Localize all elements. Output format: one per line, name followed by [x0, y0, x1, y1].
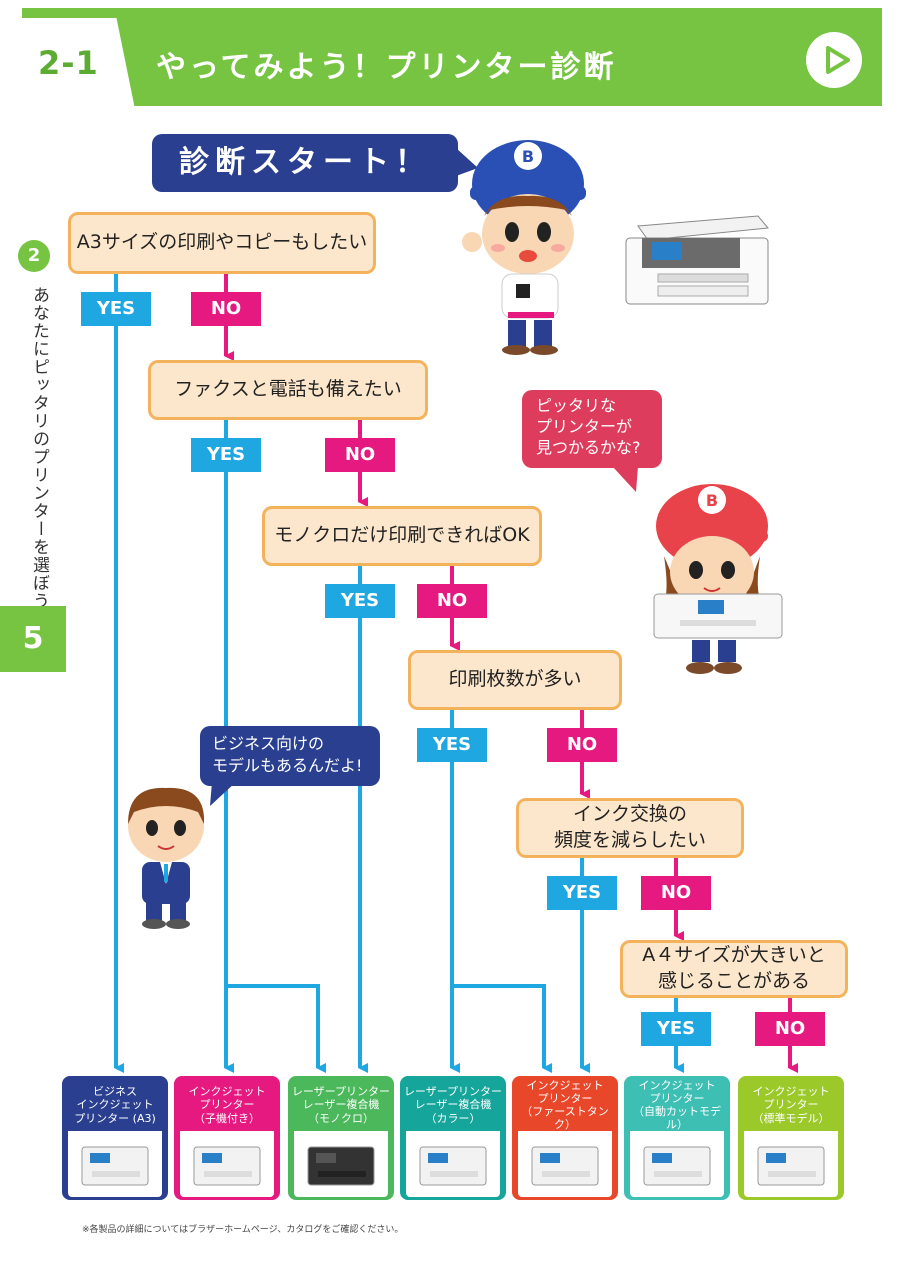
question-size-line2: 感じることがある — [657, 970, 810, 992]
printer-icon — [307, 1146, 375, 1186]
product-label-line: プリンター — [649, 1091, 705, 1105]
mascot-logo-text: B — [706, 491, 718, 510]
product-card[interactable]: レーザープリンターレーザー複合機（モノクロ） — [288, 1076, 394, 1200]
start-banner-tail — [456, 148, 478, 176]
play-icon — [826, 46, 850, 74]
product-label-line: （自動カットモデル） — [633, 1105, 721, 1132]
product-label-line: レーザー複合機 — [414, 1098, 492, 1112]
product-label-line: プリンター — [537, 1091, 593, 1105]
mascot-girl-illustration: B — [653, 484, 783, 674]
section-tab — [14, 18, 136, 114]
product-printer-image — [406, 1131, 500, 1197]
product-label-line: プリンター — [199, 1098, 255, 1112]
printer-icon — [81, 1146, 149, 1186]
answer-yes: YES — [81, 292, 151, 326]
product-card[interactable]: インクジェットプリンター（ファーストタンク） — [512, 1076, 618, 1200]
product-label-line: （ファーストタンク） — [521, 1105, 609, 1132]
answer-yes: YES — [325, 584, 395, 618]
answer-yes: YES — [641, 1012, 711, 1046]
product-label: インクジェットプリンター（自動カットモデル） — [627, 1079, 727, 1131]
girl-bubble-tail — [612, 466, 638, 492]
product-label-line: レーザープリンター — [291, 1085, 391, 1099]
answer-yes: YES — [191, 438, 261, 472]
printer-icon — [643, 1146, 711, 1186]
question-ink-line2: 頻度を減らしたい — [553, 829, 706, 851]
printer-icon — [531, 1146, 599, 1186]
header-bar — [22, 8, 882, 106]
product-label-line: プリンター — [763, 1098, 819, 1112]
page-number: 5 — [0, 606, 66, 672]
answer-no: NO — [641, 876, 711, 910]
printer-icon — [757, 1146, 825, 1186]
product-card[interactable]: レーザープリンターレーザー複合機（カラー） — [400, 1076, 506, 1200]
question-mono: モノクロだけ印刷できればOK — [262, 506, 542, 566]
product-label: インクジェットプリンター（標準モデル） — [741, 1079, 841, 1131]
boy-speech-line2: モデルもあるんだよ! — [212, 755, 363, 775]
answer-yes: YES — [417, 728, 487, 762]
question-ink-line1: インク交換の — [572, 803, 687, 826]
product-label-line: インクジェット — [76, 1098, 154, 1112]
girl-speech-line1: ピッタリな — [536, 396, 617, 415]
mascot-boy-illustration: B — [462, 140, 586, 355]
play-button[interactable] — [806, 32, 862, 88]
start-banner: 診断スタート！ — [152, 134, 458, 192]
product-label-line: インクジェット — [752, 1085, 830, 1099]
question-ink: インク交換の 頻度を減らしたい — [516, 798, 744, 858]
product-label: レーザープリンターレーザー複合機（モノクロ） — [291, 1079, 391, 1131]
section-number: 2-1 — [38, 44, 99, 82]
boy-speech-bubble: ビジネス向けの モデルもあるんだよ! — [200, 726, 380, 786]
question-fax: ファクスと電話も備えたい — [148, 360, 428, 420]
girl-speech-bubble: ピッタリな プリンターが 見つかるかな? — [522, 390, 662, 468]
girl-speech-line2: プリンターが — [536, 416, 633, 436]
product-label-line: ビジネス — [93, 1085, 137, 1099]
printer-icon — [193, 1146, 261, 1186]
answer-no: NO — [325, 438, 395, 472]
product-label-line: （子機付き） — [194, 1111, 260, 1125]
question-size: A４サイズが大きいと 感じることがある — [620, 940, 848, 998]
printer-icon — [419, 1146, 487, 1186]
footnote: ※各製品の詳細についてはブラザーホームページ、カタログをご確認ください。 — [82, 1225, 404, 1235]
product-printer-image — [294, 1131, 388, 1197]
product-printer-image — [744, 1131, 838, 1197]
product-label-line: レーザー複合機 — [302, 1098, 380, 1112]
product-label-line: インクジェット — [526, 1078, 604, 1092]
chapter-badge: 2 — [18, 240, 50, 272]
product-printer-image — [518, 1131, 612, 1197]
mascot-logo-text: B — [522, 147, 534, 166]
question-a3: A3サイズの印刷やコピーもしたい — [68, 212, 376, 274]
answer-no: NO — [755, 1012, 825, 1046]
product-printer-image — [630, 1131, 724, 1197]
product-label: ビジネスインクジェットプリンター (A3) — [65, 1079, 165, 1131]
product-label-line: インクジェット — [188, 1085, 266, 1099]
business-boy-illustration — [128, 787, 205, 929]
product-label-line: （標準モデル） — [752, 1111, 830, 1125]
product-label-line: （モノクロ） — [308, 1111, 374, 1125]
product-card[interactable]: インクジェットプリンター（自動カットモデル） — [624, 1076, 730, 1200]
product-label-line: （カラー） — [425, 1111, 481, 1125]
product-label: インクジェットプリンター（ファーストタンク） — [515, 1079, 615, 1131]
product-label-line: インクジェット — [638, 1078, 716, 1092]
product-label: レーザープリンターレーザー複合機（カラー） — [403, 1079, 503, 1131]
product-printer-image — [68, 1131, 162, 1197]
product-card[interactable]: ビジネスインクジェットプリンター (A3) — [62, 1076, 168, 1200]
question-size-line1: A４サイズが大きいと — [642, 944, 826, 967]
answer-yes: YES — [547, 876, 617, 910]
answer-no: NO — [417, 584, 487, 618]
question-volume: 印刷枚数が多い — [408, 650, 622, 710]
product-label-line: レーザープリンター — [403, 1085, 503, 1099]
product-card[interactable]: インクジェットプリンター（子機付き） — [174, 1076, 280, 1200]
product-card[interactable]: インクジェットプリンター（標準モデル） — [738, 1076, 844, 1200]
product-label-line: プリンター (A3) — [74, 1111, 156, 1125]
answer-no: NO — [191, 292, 261, 326]
boy-bubble-tail — [210, 782, 236, 806]
product-label: インクジェットプリンター（子機付き） — [177, 1079, 277, 1131]
chapter-title: あなたにピッタリのプリンターを選ぼう — [29, 286, 49, 610]
printer-illustration — [625, 215, 769, 305]
boy-speech-line1: ビジネス向けの — [212, 734, 325, 753]
page-title: やってみよう！プリンター診断 — [156, 50, 617, 85]
answer-no: NO — [547, 728, 617, 762]
product-printer-image — [180, 1131, 274, 1197]
girl-speech-line3: 見つかるかな? — [536, 437, 641, 457]
